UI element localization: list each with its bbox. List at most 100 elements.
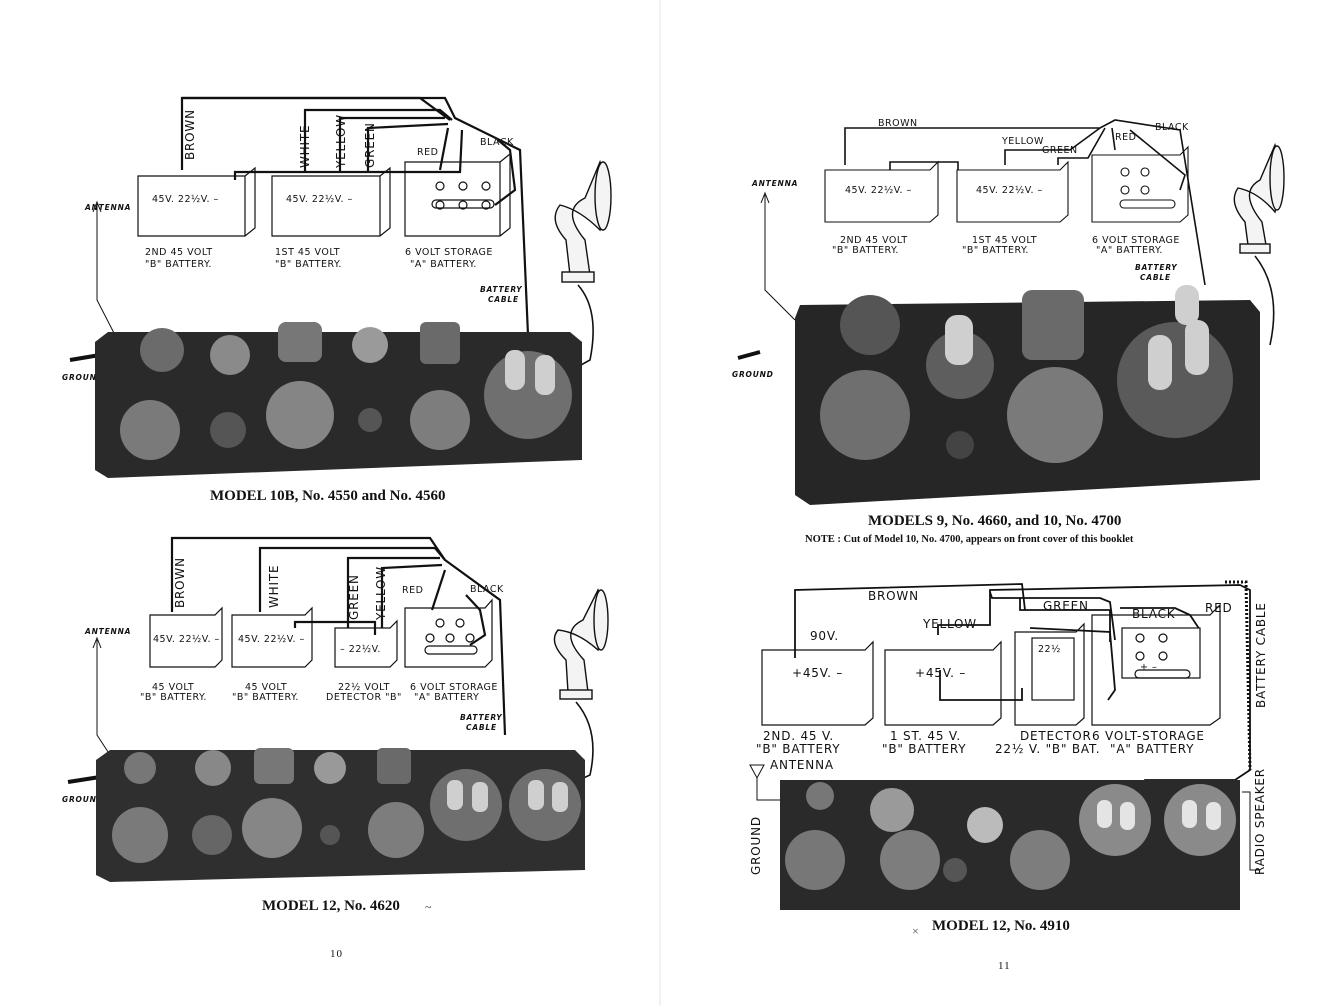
horn-speaker-icon (1233, 142, 1285, 346)
antenna-label: ANTENNA (84, 203, 131, 212)
battery-2nd-45v (824, 160, 939, 223)
pencil-tick-mark: ~ (425, 900, 432, 914)
antenna-wire (756, 778, 790, 801)
battery-name-1st-line1: 1 ST. 45 V. (890, 729, 961, 743)
ground-clip-icon (67, 775, 101, 784)
wire-label-brown: BROWN (183, 109, 197, 160)
battery-name-1-line2: "B" BATTERY. (140, 692, 207, 703)
terminals-2: 45V. 22½V. – (238, 634, 305, 645)
ground-label: GROUND (732, 370, 774, 379)
battery-name-storage-line2: "A" BATTERY. (1096, 245, 1163, 256)
battery-name-2nd-line2: "B" BATTERY. (145, 259, 212, 270)
battery-1st-45v (884, 640, 1002, 726)
cable-label: BATTERY CABLE (1254, 602, 1268, 708)
wire-label-red: RED (1115, 132, 1136, 143)
wire-bundle (794, 583, 1251, 796)
wiring-diagram-model-12-4910: 90V. +45V. – +45V. – 22½ + – BROWN YELLO… (749, 580, 1268, 910)
right-page: 45V. 22½V. – 45V. 22½V. – BROWN YELLOW G… (660, 0, 1320, 1006)
terminals-1: 45V. 22½V. – (153, 634, 220, 645)
antenna-wire (96, 205, 116, 336)
battery-1-45v (149, 606, 223, 668)
wire-label-yellow: YELLOW (374, 566, 388, 621)
battery-detector (334, 619, 398, 668)
ground-label: GROUND (62, 373, 104, 382)
battery-6v-storage (1091, 145, 1189, 223)
battery-name-1st-line2: "B" BATTERY. (962, 245, 1029, 256)
radio-panel-model-12-4620 (96, 748, 585, 882)
antenna-arrow-icon (92, 636, 102, 649)
cable-label-line1: BATTERY (1135, 263, 1178, 272)
terminals-1st-45v: 45V. 22½V. – (286, 194, 353, 205)
battery-name-2nd-line1: 2ND 45 VOLT (840, 235, 908, 246)
battery-name-detector-line2: 22½ V. "B" BAT. (995, 742, 1100, 756)
wire-label-yellow: YELLOW (1001, 136, 1044, 147)
horn-speaker-icon (554, 159, 612, 371)
wiring-diagram-model-10b: 45V. 22½V. – 45V. 22½V. – BROWN WHITE YE… (62, 96, 612, 478)
radio-panel-model-12-4910 (780, 780, 1240, 910)
battery-name-storage-line1: 6 VOLT STORAGE (1092, 235, 1180, 246)
antenna-arrow-icon (760, 191, 770, 204)
battery-2nd-45v (761, 640, 874, 726)
terminals-detector: 22½ (1038, 644, 1061, 655)
wire-label-brown: BROWN (868, 589, 919, 603)
battery-name-detector-line1: DETECTOR (1020, 729, 1092, 743)
wire-bundle (844, 119, 1206, 286)
battery-name-3-line1: 22½ VOLT (338, 682, 390, 693)
pencil-x-mark: × (912, 924, 919, 938)
wire-label-green: GREEN (1043, 599, 1089, 613)
battery-name-1st-line2: "B" BATTERY. (275, 259, 342, 270)
battery-name-1st-line1: 1ST 45 VOLT (275, 247, 340, 258)
battery-name-2nd-line1: 2ND. 45 V. (763, 729, 834, 743)
wiring-diagram-model-12-4620: 45V. 22½V. – 45V. 22½V. – – 22½V. BROWN … (62, 536, 609, 882)
terminals-detector: – 22½V. (340, 644, 381, 655)
wire-label-brown: BROWN (173, 557, 187, 608)
wire-label-red: RED (417, 147, 438, 158)
battery-6v-storage (1091, 603, 1221, 726)
wire-label-green: GREEN (1042, 145, 1078, 156)
battery-detector (1014, 622, 1085, 726)
antenna-label: ANTENNA (770, 758, 834, 772)
battery-1st-45v (271, 166, 391, 237)
terminals-storage: + – (1140, 662, 1157, 673)
caption-model-12-4910: MODEL 12, No. 4910 (932, 918, 1070, 934)
battery-name-storage-line1: 6 VOLT STORAGE (405, 247, 493, 258)
page-number-left: 10 (330, 948, 343, 960)
antenna-symbol-icon (749, 764, 765, 780)
caption-model-12-4620: MODEL 12, No. 4620 (262, 898, 400, 914)
page-number-right: 11 (998, 960, 1011, 972)
battery-name-1-line1: 45 VOLT (152, 682, 194, 693)
wire-label-black: BLACK (480, 137, 514, 148)
battery-name-2-line1: 45 VOLT (245, 682, 287, 693)
battery-name-4-line1: 6 VOLT STORAGE (410, 682, 498, 693)
ground-clip-icon (737, 350, 761, 360)
radio-panel-model-10b (95, 322, 582, 478)
cable-label-line1: BATTERY (460, 713, 503, 722)
wire-label-yellow: YELLOW (334, 114, 348, 169)
left-page: 45V. 22½V. – 45V. 22½V. – BROWN WHITE YE… (62, 96, 612, 960)
battery-name-storage-line1: 6 VOLT-STORAGE (1092, 729, 1205, 743)
cable-label-line2: CABLE (488, 295, 519, 304)
battery-1st-45v (956, 160, 1069, 223)
wiring-diagram-models-9-10: 45V. 22½V. – 45V. 22½V. – BROWN YELLOW G… (732, 118, 1285, 505)
wire-label-brown: BROWN (878, 118, 918, 129)
terminals-2nd-45v: 45V. 22½V. – (845, 185, 912, 196)
wire-label-black: BLACK (1155, 122, 1189, 133)
battery-name-2nd-line1: 2ND 45 VOLT (145, 247, 213, 258)
battery-name-4-line2: "A" BATTERY (414, 692, 479, 703)
cable-label-line1: BATTERY (480, 285, 523, 294)
battery-name-storage-line2: "A" BATTERY. (410, 259, 477, 270)
battery-name-2nd-line2: "B" BATTERY. (832, 245, 899, 256)
caption-models-9-10: MODELS 9, No. 4660, and 10, No. 4700 (868, 513, 1122, 529)
wire-label-white: WHITE (298, 125, 312, 168)
antenna-wire (96, 640, 113, 759)
wire-label-yellow: YELLOW (922, 617, 977, 631)
battery-name-1st-line2: "B" BATTERY (882, 742, 966, 756)
antenna-wire (764, 195, 796, 321)
ground-label: GROUND (62, 795, 104, 804)
battery-6v-storage (404, 598, 493, 668)
battery-name-3-line2: DETECTOR "B" (326, 692, 402, 703)
battery-name-1st-line1: 1ST 45 VOLT (972, 235, 1037, 246)
terminals-2nd-45v: 45V. 22½V. – (152, 194, 219, 205)
wire-label-black: BLACK (470, 584, 504, 595)
speaker-wire (1242, 791, 1260, 871)
